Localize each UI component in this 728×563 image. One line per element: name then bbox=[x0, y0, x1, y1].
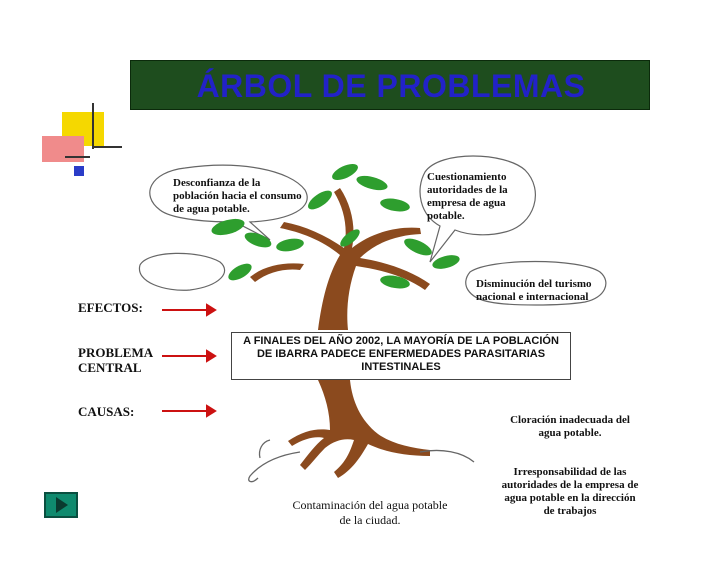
cause-irresponsibility-text: Irresponsabilidad de las autoridades de … bbox=[501, 466, 639, 517]
leaf bbox=[380, 275, 410, 289]
tree-roots bbox=[288, 380, 430, 478]
leaf bbox=[356, 175, 388, 191]
leaf bbox=[380, 198, 410, 212]
tree-trunk bbox=[250, 188, 430, 330]
arrows bbox=[162, 303, 217, 418]
causes-arrow-head bbox=[206, 404, 217, 418]
horizontal-line-decoration-2 bbox=[92, 146, 122, 148]
leaf bbox=[340, 229, 360, 247]
effect-bubble-lower-right bbox=[465, 260, 607, 306]
central-problem-box bbox=[231, 332, 571, 380]
leaf bbox=[404, 238, 432, 256]
effect-tourism-text: Disminución del turismo nacional e inter… bbox=[476, 278, 592, 303]
vertical-line-decoration bbox=[92, 103, 94, 149]
leaf bbox=[244, 232, 272, 248]
problem-arrow-head bbox=[206, 349, 217, 363]
page-title: ÁRBOL DE PROBLEMAS bbox=[196, 68, 586, 104]
speech-bubbles bbox=[138, 155, 607, 306]
effect-bubble-mid-left bbox=[138, 252, 226, 291]
leaf bbox=[276, 238, 304, 252]
blue-square-decoration bbox=[74, 166, 84, 176]
causes-label: CAUSAS: bbox=[78, 404, 135, 419]
effect-distrust-text: Desconfianza de la población hacia el co… bbox=[173, 177, 302, 215]
leaf bbox=[332, 163, 358, 181]
cause-contamination-text: Contaminación del agua potable de la ciu… bbox=[292, 498, 448, 527]
central-problem-label: PROBLEMA CENTRAL bbox=[78, 345, 154, 375]
title-banner: ÁRBOL DE PROBLEMAS bbox=[130, 60, 650, 110]
leaf bbox=[432, 255, 460, 269]
leaf bbox=[228, 263, 252, 281]
effect-bubble-left bbox=[149, 164, 308, 241]
effects-arrow-head bbox=[206, 303, 217, 317]
effect-bubble-right bbox=[419, 155, 536, 263]
cause-chlorination-text: Cloración inadecuada del agua potable. bbox=[510, 414, 630, 439]
horizontal-line-decoration bbox=[65, 156, 90, 158]
play-icon bbox=[56, 497, 68, 513]
effects-label: EFECTOS: bbox=[78, 300, 143, 315]
leaf bbox=[211, 218, 245, 236]
root-lines bbox=[248, 439, 475, 483]
effect-questioning-text: Cuestionamiento autoridades de la empres… bbox=[427, 171, 508, 222]
central-problem-text: A FINALES DEL AÑO 2002, LA MAYORÍA DE LA… bbox=[243, 335, 559, 373]
next-slide-button[interactable] bbox=[44, 492, 78, 518]
tree-leaves bbox=[211, 163, 460, 289]
leaf bbox=[308, 190, 332, 210]
